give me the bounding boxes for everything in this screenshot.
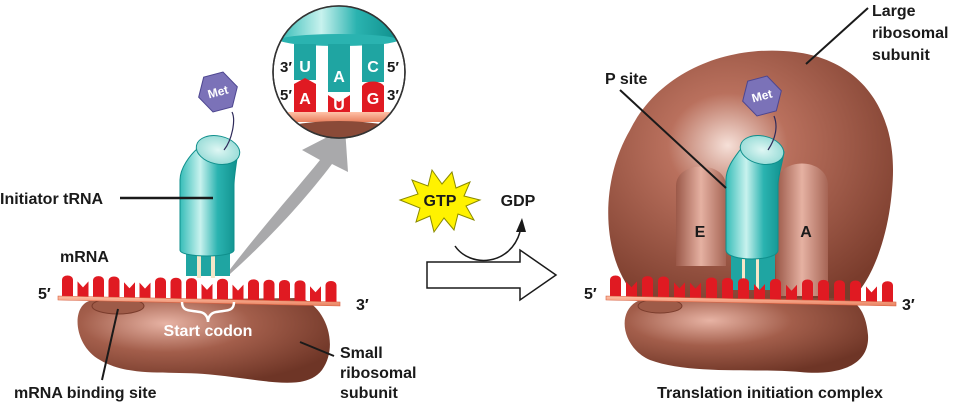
codon-base-1: A: [299, 91, 311, 108]
left-panel: U A C A U G 3′ 5′ 5′ 3′ Met: [0, 5, 416, 402]
mrna-nucleotide: [186, 278, 197, 300]
mrna-nucleotide: [62, 275, 73, 297]
anticodon-5prime-label: 5′: [387, 59, 399, 76]
start-codon-label: Start codon: [164, 323, 253, 340]
mrna-nucleotide: [217, 278, 228, 301]
mrna-nucleotide: [77, 281, 89, 298]
small-subunit-label-line1: Small: [340, 345, 383, 362]
large-subunit-leader: [805, 7, 869, 65]
mrna-5prime-label: 5′: [38, 286, 51, 303]
mrna-nucleotide: [124, 282, 135, 299]
codon-anticodon-inset: U A C A U G 3′ 5′ 5′ 3′: [272, 5, 406, 139]
mrna-right-nucleotide: [658, 276, 669, 299]
mrna-right-nucleotide: [770, 278, 781, 301]
gdp-label: GDP: [501, 193, 536, 210]
met-amino-acid: Met: [198, 71, 238, 113]
a-site-label: A: [800, 224, 812, 241]
initiator-trna-p-site: [725, 115, 785, 290]
mrna-right-nucleotide: [674, 282, 685, 299]
mrna-nucleotide: [201, 283, 213, 300]
anticodon-base-3: C: [367, 59, 379, 76]
met-amino-acid-right: Met: [742, 75, 782, 117]
met-label: Met: [206, 83, 230, 102]
anticodon-base-2: A: [333, 69, 345, 86]
codon-5prime-label: 5′: [280, 87, 292, 104]
small-ribosomal-subunit-right: [624, 298, 869, 373]
mrna-right-nucleotide: [882, 281, 893, 303]
mrna-nucleotide: [139, 282, 151, 299]
mrna-right-nucleotide: [834, 280, 845, 302]
mrna-nucleotide: [93, 276, 104, 298]
p-site-label: P site: [605, 71, 648, 88]
small-subunit-leader: [299, 341, 335, 357]
start-codon-brace: [180, 301, 236, 323]
mrna-right-nucleotide: [818, 279, 829, 302]
codon-base-2: U: [333, 97, 345, 114]
right-panel: Met E A P site Large ribosomal subunit 5…: [584, 3, 948, 402]
mrna-right-nucleotide: [850, 280, 861, 303]
mrna-label: mRNA: [60, 249, 109, 266]
mrna-5prime-label-right: 5′: [584, 286, 597, 303]
process-arrow: [426, 248, 558, 302]
met-label-right: Met: [750, 87, 774, 106]
middle-reaction: GTP GDP: [398, 168, 558, 302]
mrna-nucleotide: [325, 281, 337, 303]
gdp-arrowhead: [516, 218, 526, 232]
mrna-nucleotide: [248, 279, 259, 301]
large-subunit-label-line3: subunit: [872, 47, 930, 64]
mrna-strand: [57, 275, 341, 307]
a-site: [776, 163, 828, 296]
small-ribosomal-subunit: [77, 298, 330, 383]
large-subunit-label-line1: Large: [872, 3, 916, 20]
mrna-binding-site-leader: [101, 308, 119, 381]
anticodon-3prime-label: 3′: [280, 59, 292, 76]
mrna-right-nucleotide: [866, 286, 877, 303]
p-site-leader: [619, 89, 727, 189]
e-site: [676, 166, 726, 266]
gtp-burst: [398, 168, 482, 234]
mrna-right-nucleotide: [754, 284, 765, 301]
mrna-right-nucleotide: [642, 276, 653, 298]
mrna-right-nucleotide: [610, 275, 621, 297]
mrna-nucleotide: [232, 284, 244, 301]
codon-base-3: G: [367, 91, 379, 108]
anticodon-base-1: U: [299, 59, 311, 76]
mrna-nucleotide: [279, 280, 290, 302]
mrna-nucleotide: [108, 276, 120, 298]
initiator-trna-label: Initiator tRNA: [0, 191, 104, 208]
gtp-label: GTP: [424, 193, 457, 210]
mrna-nucleotide: [294, 280, 306, 302]
mrna-binding-site-label: mRNA binding site: [14, 385, 157, 402]
mrna-nucleotide: [155, 277, 166, 299]
mrna-right-nucleotide: [626, 281, 637, 298]
mrna-nucleotide: [310, 286, 321, 303]
mrna-right-nucleotide: [690, 282, 701, 299]
codon-3prime-label: 3′: [387, 87, 399, 104]
mrna-nucleotide: [170, 277, 182, 300]
mrna-strand-right: [605, 275, 897, 307]
small-subunit-label-line3: subunit: [340, 385, 398, 402]
mrna-3prime-label-right: 3′: [902, 297, 915, 314]
mrna-right-nucleotide: [706, 277, 717, 300]
large-subunit-label-line2: ribosomal: [872, 25, 948, 42]
zoom-arrow: [228, 128, 348, 274]
gtp-hydrolysis-arrow: [454, 231, 521, 262]
initiator-trna: [179, 111, 241, 278]
mrna-3prime-label: 3′: [356, 297, 369, 314]
mrna-right-nucleotide: [738, 278, 749, 300]
mrna-nucleotide: [263, 279, 275, 302]
e-site-label: E: [695, 224, 706, 241]
complex-caption: Translation initiation complex: [657, 385, 883, 402]
mrna-right-nucleotide: [802, 279, 813, 302]
mrna-right-nucleotide: [786, 284, 797, 301]
mrna-right-nucleotide: [722, 277, 733, 300]
small-subunit-label-line2: ribosomal: [340, 365, 416, 382]
